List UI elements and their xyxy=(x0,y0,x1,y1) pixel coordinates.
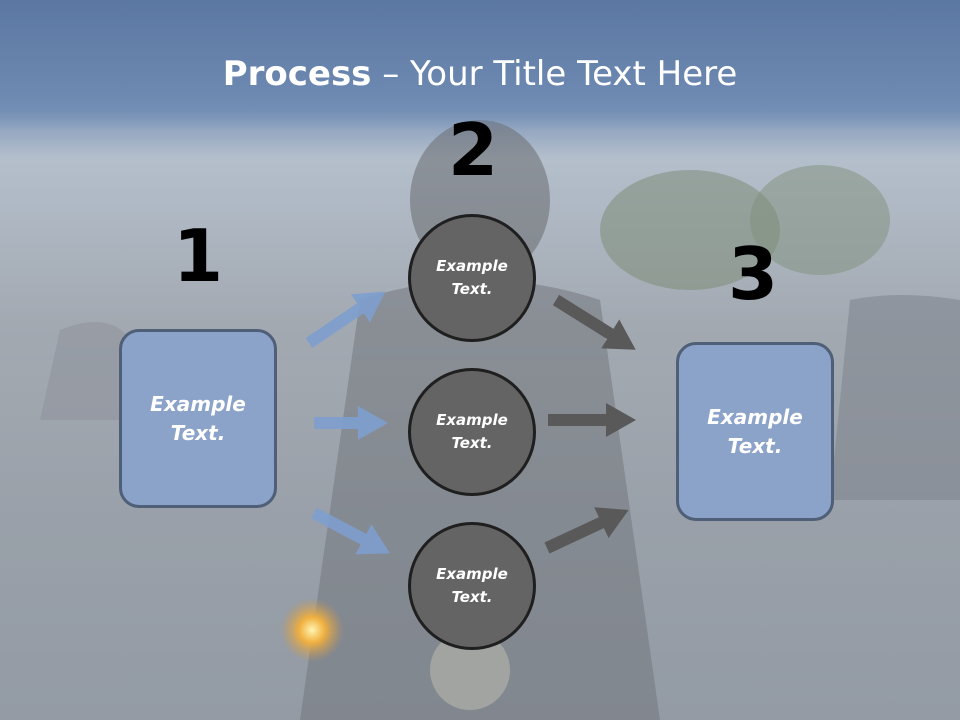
right-box-line2: Text. xyxy=(727,433,783,458)
circle-bottom: Example Text. xyxy=(408,522,536,650)
circle-middle: Example Text. xyxy=(408,368,536,496)
circle-bottom-line2: Text. xyxy=(451,588,493,606)
title-rest: – Your Title Text Here xyxy=(371,54,738,94)
circle-top-line1: Example xyxy=(436,257,508,275)
left-box-line2: Text. xyxy=(170,420,226,445)
slide-title: Process – Your Title Text Here xyxy=(0,52,960,96)
arrow-middle-to-right xyxy=(548,403,636,437)
left-box: Example Text. xyxy=(119,329,277,508)
title-bold: Process xyxy=(222,54,372,94)
title-band xyxy=(0,0,960,130)
step-number-2: 2 xyxy=(447,108,499,192)
step-number-1: 1 xyxy=(172,214,224,298)
circle-middle-line1: Example xyxy=(436,411,508,429)
arrow-left-to-bottom xyxy=(311,507,390,555)
arrow-left-to-top xyxy=(305,291,386,348)
step-number-3: 3 xyxy=(727,232,779,316)
arrow-left-to-middle xyxy=(314,406,388,440)
circle-bottom-line1: Example xyxy=(436,565,508,583)
arrow-top-to-right xyxy=(552,294,636,350)
circle-middle-line2: Text. xyxy=(451,434,493,452)
arrow-bottom-to-right xyxy=(544,507,629,554)
right-box-line1: Example xyxy=(707,404,803,429)
circle-top-line2: Text. xyxy=(451,280,493,298)
left-box-line1: Example xyxy=(150,391,246,416)
circle-top: Example Text. xyxy=(408,214,536,342)
right-box: Example Text. xyxy=(676,342,834,521)
